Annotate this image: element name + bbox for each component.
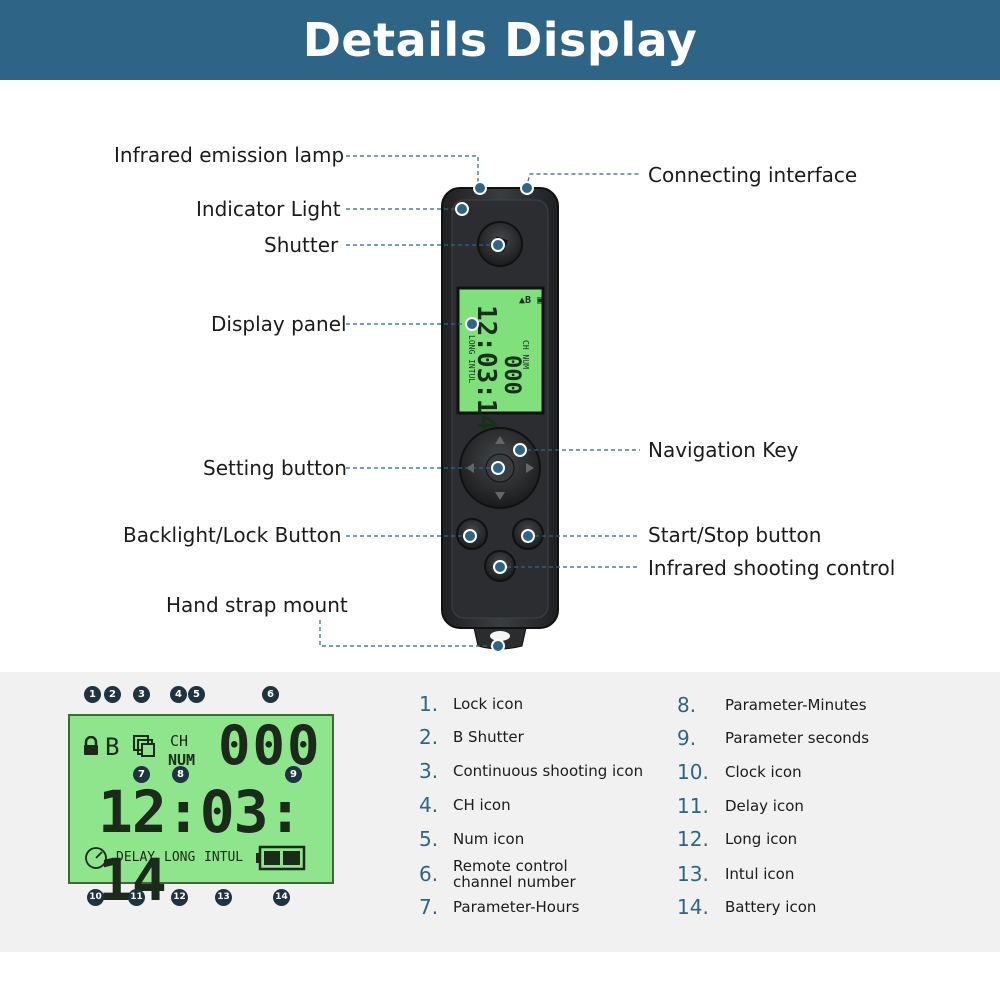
legend-item: 10. Clock icon [677, 760, 802, 784]
badge-9: 9 [285, 766, 302, 783]
ch-icon: CH [170, 732, 189, 750]
callout-dot [463, 529, 477, 543]
legend-item: 9. Parameter seconds [677, 726, 870, 750]
callout-dot [473, 181, 487, 195]
long-icon: LONG [164, 850, 196, 865]
label-indicator-light: Indicator Light [196, 197, 341, 221]
badge-13: 13 [215, 889, 232, 906]
badge-14: 14 [273, 889, 290, 906]
delay-icon: DELAY [116, 850, 156, 865]
svg-text:▲B ▣: ▲B ▣ [519, 295, 543, 306]
time-display: 12:03: 14 [98, 778, 303, 914]
badge-5: 5 [188, 686, 205, 703]
legend-item: 8. Parameter-Minutes [677, 693, 867, 717]
num-icon: NUM [168, 751, 196, 769]
legend-item: 7. Parameter-Hours [419, 895, 580, 919]
legend-item: 4. CH icon [419, 793, 511, 817]
legend-item: 13. Intul icon [677, 862, 795, 886]
legend-item: 11. Delay icon [677, 794, 804, 818]
device-illustration: ▲B ▣ CH NUM LONG INTUL 12:03:14 000 [319, 155, 640, 653]
battery-icon [256, 845, 306, 871]
callout-dot [465, 317, 479, 331]
label-navigation-key: Navigation Key [648, 438, 799, 462]
label-display-panel: Display panel [211, 312, 347, 336]
badge-1: 1 [84, 686, 101, 703]
svg-text:LONG INTUL: LONG INTUL [467, 335, 476, 383]
lcd-diagram: B CH NUM 000 12:03: 14 DELAY LONG INTUL [68, 714, 334, 914]
badge-3: 3 [133, 686, 150, 703]
callout-dot [491, 238, 505, 252]
device-display-panel [456, 286, 545, 415]
badge-10: 10 [87, 889, 104, 906]
label-hand-strap-mount: Hand strap mount [166, 593, 348, 617]
legend-item: 5. Num icon [419, 827, 525, 851]
badge-2: 2 [104, 686, 121, 703]
label-infrared-shooting-control: Infrared shooting control [648, 556, 896, 580]
intul-icon: INTUL [204, 850, 244, 865]
badge-4: 4 [170, 686, 187, 703]
label-connecting-interface: Connecting interface [648, 163, 858, 187]
svg-text:000: 000 [499, 355, 524, 395]
header-banner: Details Display [0, 0, 1000, 80]
lock-icon [84, 736, 98, 755]
legend-item: 1. Lock icon [419, 692, 524, 716]
callout-dot [520, 181, 534, 195]
badge-7: 7 [133, 766, 150, 783]
legend-item: 14. Battery icon [677, 895, 817, 919]
callout-dot [521, 529, 535, 543]
badge-6: 6 [262, 686, 279, 703]
legend-item: 2. B Shutter [419, 725, 524, 749]
callout-dot [513, 443, 527, 457]
callout-dot [491, 639, 505, 653]
clock-icon [85, 847, 107, 869]
badge-8: 8 [172, 766, 189, 783]
label-shutter: Shutter [264, 233, 339, 257]
callout-dot [491, 461, 505, 475]
b-shutter-icon: B [105, 733, 120, 761]
badge-11: 11 [128, 889, 145, 906]
legend-item: 3. Continuous shooting icon [419, 759, 644, 783]
label-infrared-emission-lamp: Infrared emission lamp [114, 143, 345, 167]
svg-text:CH NUM: CH NUM [521, 340, 530, 369]
badge-12: 12 [171, 889, 188, 906]
channel-number: 000 [218, 714, 322, 777]
label-backlight-lock-button: Backlight/Lock Button [123, 523, 342, 547]
callout-dot [455, 202, 469, 216]
callout-dot [493, 560, 507, 574]
continuous-shooting-icon [133, 735, 155, 757]
label-start-stop-button: Start/Stop button [648, 523, 822, 547]
legend-item: 12. Long icon [677, 827, 798, 851]
page-title: Details Display [302, 13, 698, 67]
label-setting-button: Setting button [203, 456, 347, 480]
legend-item: 6. Remote control channel number [419, 857, 576, 891]
